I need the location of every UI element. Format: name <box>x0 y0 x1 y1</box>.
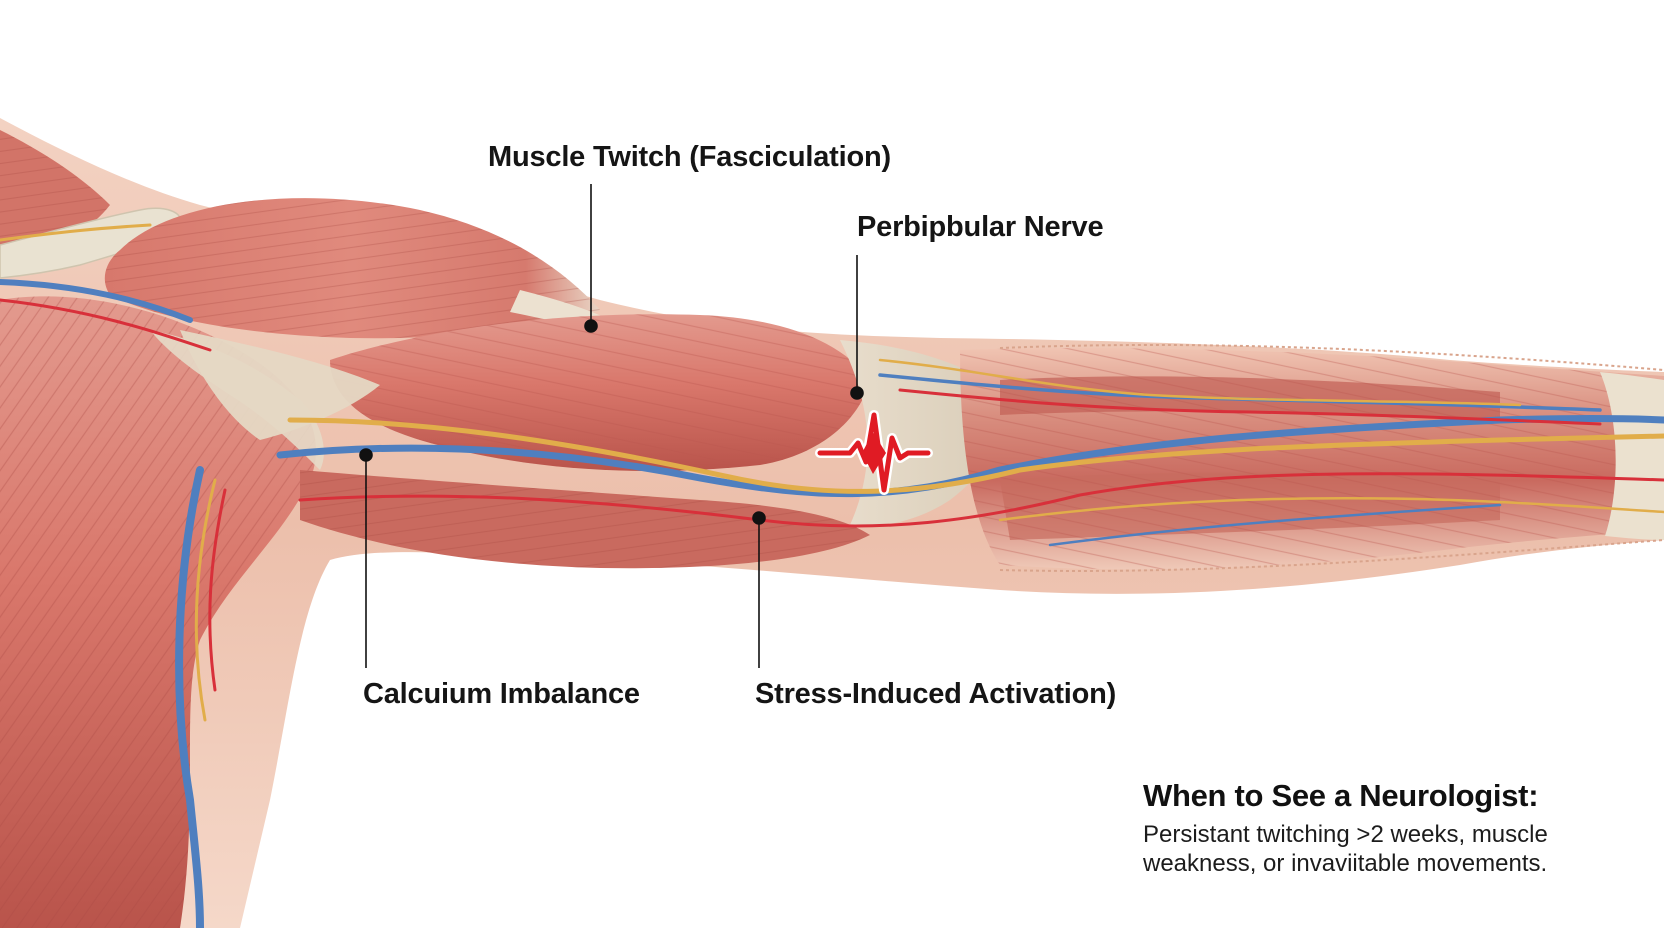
nerve-bundle <box>0 223 1664 928</box>
calcium-imbalance-label: Calcuium Imbalance <box>363 678 640 710</box>
nerve-label: Perbipbular Nerve <box>857 211 1104 243</box>
info-body: Persistant twitching >2 weeks, muscle we… <box>1143 821 1548 877</box>
zigzag-pulse-icon <box>815 410 933 495</box>
stress-activation-label: Stress-Induced Activation) <box>755 678 1117 710</box>
muscle-twitch-label: Muscle Twitch (Fasciculation) <box>488 141 891 173</box>
info-title: When to See a Neurologist: <box>1143 778 1539 813</box>
neurologist-info-box: When to See a Neurologist: Persistant tw… <box>1143 778 1643 878</box>
triceps-muscle <box>300 470 870 569</box>
callout-lines <box>359 184 864 668</box>
deltoid-muscle <box>0 296 324 928</box>
